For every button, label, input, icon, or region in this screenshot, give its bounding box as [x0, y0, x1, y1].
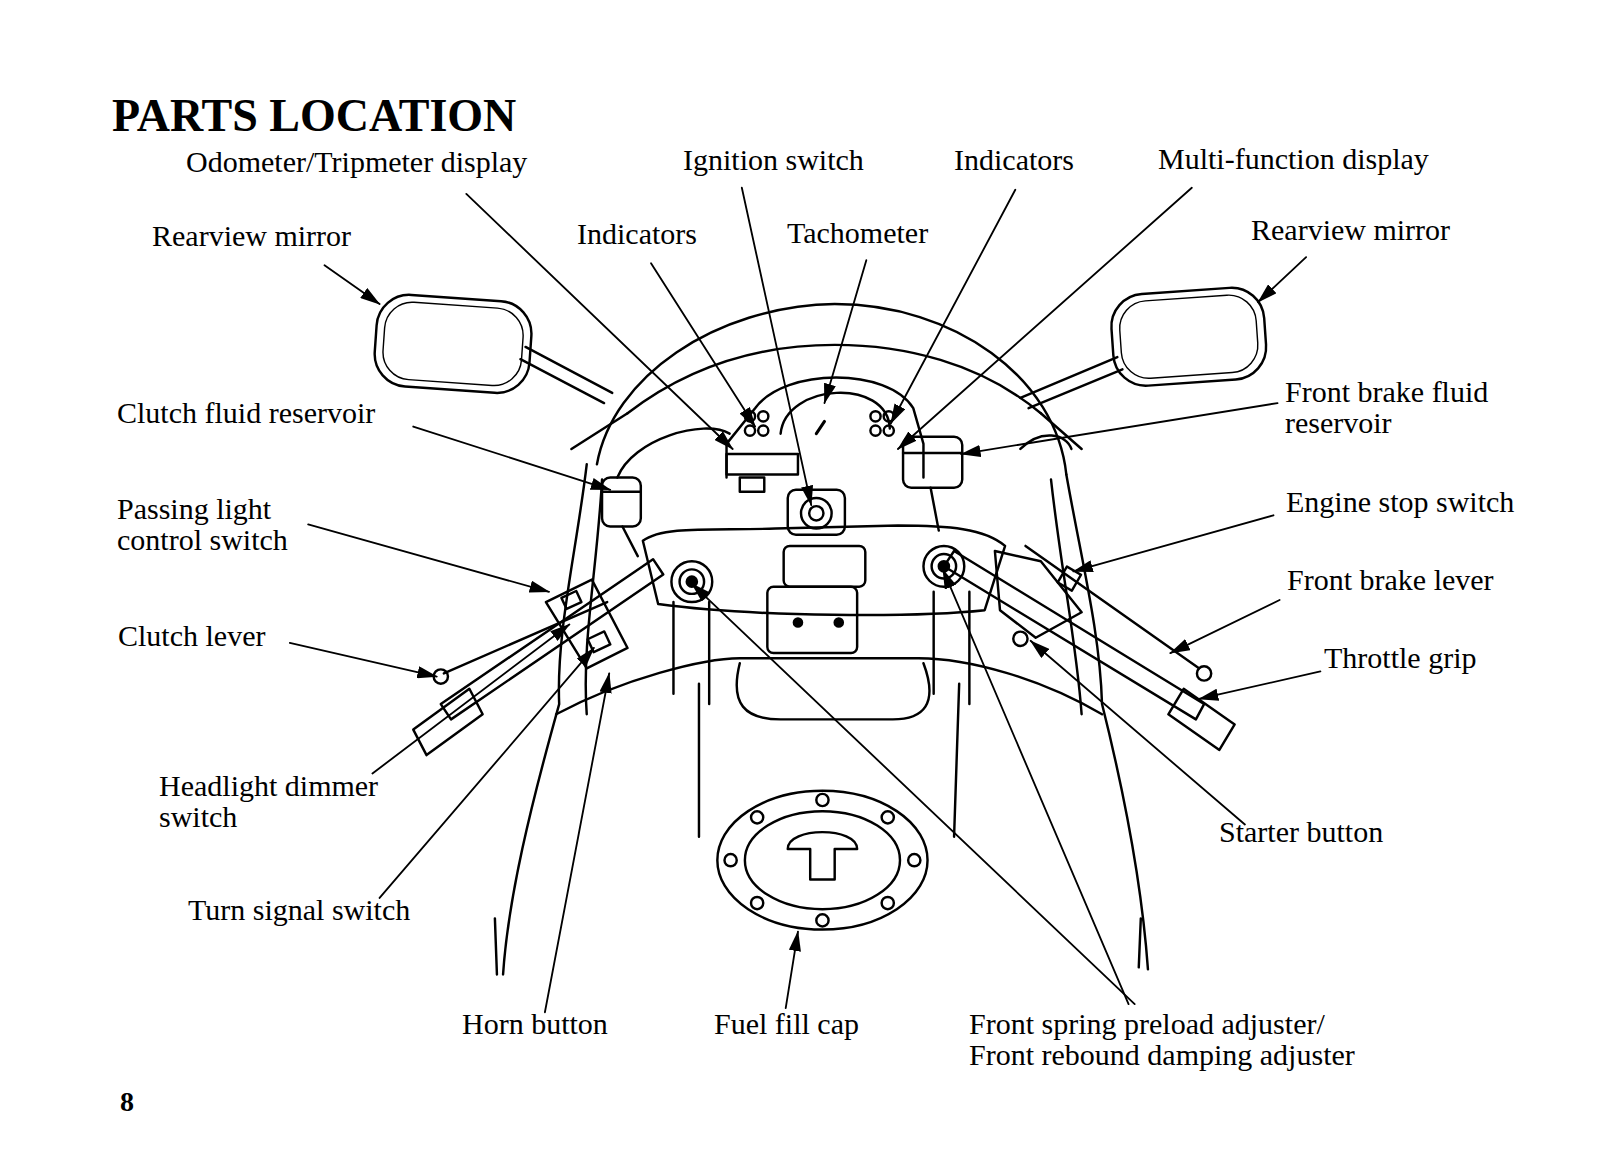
- windscreen: [571, 304, 1081, 474]
- leader-lines: [290, 188, 1321, 1012]
- fuel-tank: [556, 658, 1102, 837]
- part-label: Indicators: [952, 144, 1076, 175]
- part-label: Turn signal switch: [186, 894, 412, 925]
- page-title: PARTS LOCATION: [112, 90, 516, 142]
- part-label: Clutch lever: [116, 620, 267, 651]
- page-number: 8: [118, 1086, 136, 1117]
- part-label: Front brake lever: [1285, 564, 1496, 595]
- part-label: Passing light control switch: [115, 493, 319, 555]
- instrument-cluster: [617, 378, 1071, 492]
- part-label: Fuel fill cap: [712, 1008, 861, 1039]
- part-label: Starter button: [1217, 816, 1385, 847]
- part-label: Tachometer: [785, 217, 930, 248]
- top-bridge: [643, 490, 1005, 704]
- part-label: Indicators: [575, 218, 699, 249]
- fuel-cap: [717, 791, 927, 930]
- part-label: Rearview mirror: [150, 220, 353, 251]
- part-label: Odometer/Tripmeter display: [184, 146, 529, 177]
- part-label: Headlight dimmer switch: [157, 770, 421, 832]
- part-label: Multi-function display: [1156, 143, 1431, 174]
- part-label: Throttle grip: [1322, 642, 1478, 673]
- part-label: Ignition switch: [681, 144, 866, 175]
- part-label: Horn button: [460, 1008, 610, 1039]
- part-label: Rearview mirror: [1249, 214, 1452, 245]
- part-label: Front spring preload adjuster/ Front reb…: [967, 1008, 1371, 1070]
- part-label: Front brake fluid reservoir: [1283, 376, 1537, 438]
- fairing: [495, 464, 1148, 974]
- part-label: Clutch fluid reservoir: [115, 397, 377, 428]
- part-label: Engine stop switch: [1284, 486, 1516, 517]
